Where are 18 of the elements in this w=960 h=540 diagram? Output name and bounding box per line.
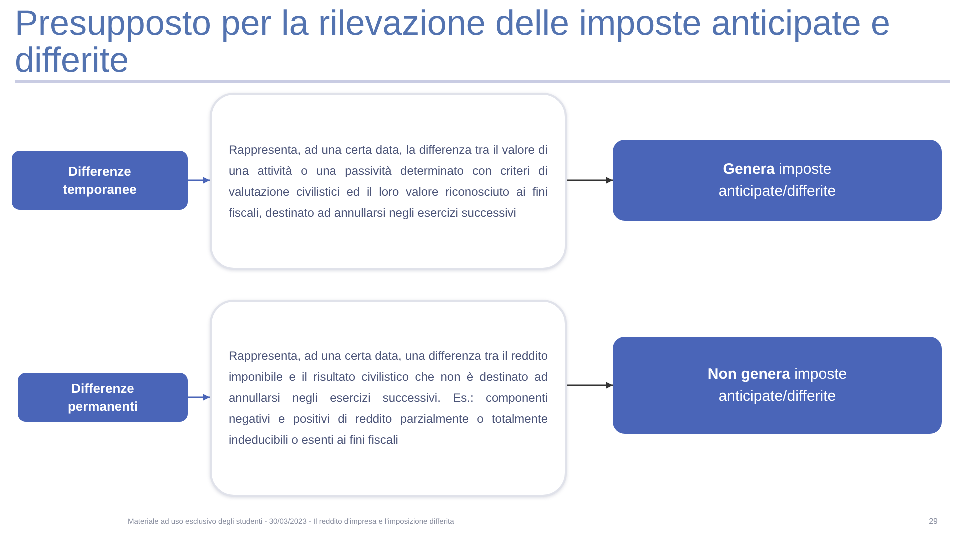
definition-box (210, 300, 567, 497)
outcome-box (613, 337, 942, 434)
arrow (567, 177, 613, 184)
outcome-text: Genera imposte anticipate/differite (718, 160, 838, 202)
outcome-text: Non genera imposte anticipate/differite (706, 364, 848, 406)
page-number: 29 (929, 517, 938, 527)
category-box (12, 151, 188, 210)
category-box (18, 373, 188, 422)
slide-title: Presupposto per la rilevazione delle imposte anticipate e differite (15, 5, 892, 79)
definition-text: Rappresenta, ad una certa data, una differenza tra il reddito imponibile e il risultato civilistico che non è destinato ad annullarsi negli esercizi successivi. Es.: componenti negativi e positivi di reddito parzialmente o totalmente indeducibili o esenti ai fini fiscali (229, 348, 548, 449)
definition-text: Rappresenta, ad una certa data, la differenza tra il valore di una attività o una passività determinato con criteri di valutazione civilistici ed il loro valore riconosciuto ai fini fiscali, destinato ad annullarsi negli esercizi successivi (229, 142, 548, 222)
arrow (188, 177, 210, 184)
arrow (188, 394, 210, 401)
arrow (567, 382, 613, 389)
definition-box (210, 93, 567, 270)
category-label: Differenze permanenti (66, 380, 140, 416)
outcome-box (613, 140, 942, 221)
category-label: Differenze temporanee (62, 162, 138, 198)
